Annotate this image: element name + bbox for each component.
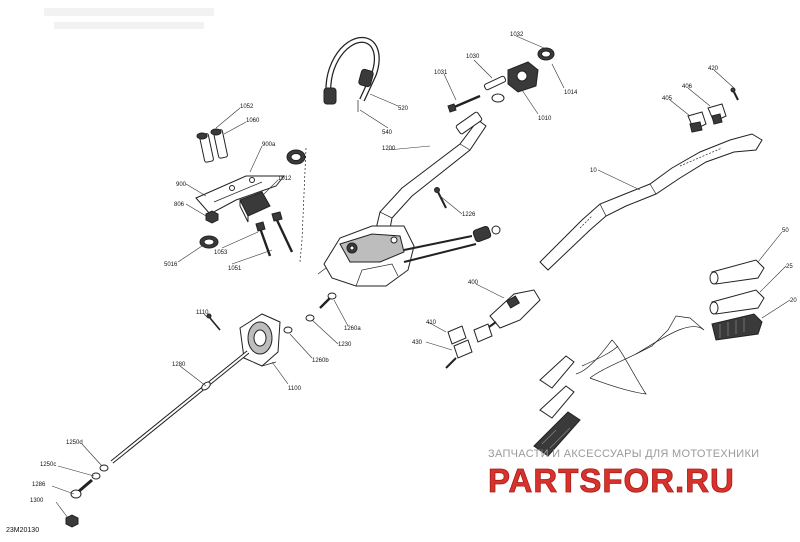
faded-header-mark [44, 8, 214, 29]
callout-405: 405 [662, 96, 673, 102]
bolt-1260a [319, 292, 337, 309]
callout-900a: 900a [262, 142, 276, 148]
screw-1110 [206, 313, 221, 331]
callout-1053: 1053 [214, 250, 228, 256]
callout-1300: 1300 [30, 498, 44, 504]
callout-1286: 1286 [32, 482, 46, 488]
callout-1031: 1031 [434, 70, 448, 76]
clamp-405 [687, 111, 707, 133]
callout-1010: 1010 [538, 116, 552, 122]
callout-1226: 1226 [462, 212, 476, 218]
leader-lines [51, 35, 791, 519]
callout-1100: 1100 [288, 386, 302, 392]
callout-400: 400 [468, 280, 479, 286]
callout-10: 10 [590, 168, 597, 174]
washer-1260b [283, 326, 293, 334]
clamp-430 [445, 339, 473, 369]
callout-labels: 1052 1060 900a 900 1012 806 1053 1051 50… [30, 32, 797, 504]
left-heated-grip [533, 411, 581, 457]
callout-900: 900 [176, 182, 187, 188]
switch-housing-400 [481, 289, 541, 333]
watermark-tagline: ЗАПЧАСТИ И АКСЕССУАРЫ ДЛЯ МОТОТЕХНИКИ [488, 448, 760, 460]
callout-1280: 1280 [172, 362, 186, 368]
grab-handle-520 [323, 37, 380, 112]
callout-1250c: 1250c [40, 462, 56, 468]
clamp-410 [447, 323, 493, 345]
callout-1014: 1014 [564, 90, 578, 96]
callout-1250d: 1250d [66, 440, 83, 446]
steering-shaft-1280 [110, 350, 250, 464]
callout-1012: 1012 [278, 176, 292, 182]
callout-1110: 1110 [196, 310, 209, 316]
o-ring-1250d [99, 464, 109, 472]
watermark-brand-text: PARTSFOR.RU [488, 462, 735, 498]
callout-50: 50 [782, 228, 789, 234]
heated-grip-20 [635, 313, 763, 355]
sleeve-1030 [483, 75, 507, 91]
ring-1032 [537, 47, 555, 61]
callout-1260a: 1260a [344, 326, 361, 332]
callout-520: 520 [398, 106, 409, 112]
nut-806 [205, 210, 219, 224]
callout-1230: 1230 [338, 342, 352, 348]
callout-410: 410 [426, 320, 437, 326]
figure-reference-code: 23M20130 [6, 527, 40, 534]
callout-406: 406 [682, 84, 693, 90]
callout-1260b: 1260b [312, 358, 329, 364]
pin-1060 [210, 128, 228, 159]
handlebar-10 [539, 133, 763, 271]
pin-1052 [196, 132, 214, 163]
bracket-assembly [195, 128, 307, 263]
left-grip-sleeve [539, 355, 575, 419]
tie-rod-end-1286 [70, 478, 93, 499]
bracket-plate-900 [195, 175, 286, 215]
callout-1051: 1051 [228, 266, 242, 272]
bolt-1031 [447, 94, 481, 113]
column-base-housing [317, 225, 501, 287]
callout-5016: 5016 [164, 262, 178, 268]
callout-1052: 1052 [240, 104, 254, 110]
screw-420 [730, 87, 739, 101]
callout-540: 540 [382, 130, 393, 136]
ring-900a [286, 149, 306, 165]
clamp-block-1012 [239, 191, 271, 223]
watermark-brand-logo: PARTSFOR.RU [488, 462, 735, 498]
callout-20: 20 [790, 298, 797, 304]
ring-5016 [199, 235, 219, 249]
o-ring-1250c [91, 472, 101, 480]
clamp-406 [707, 103, 727, 125]
pivot-block-1010 [491, 61, 539, 103]
bolt-1053 [255, 221, 272, 257]
callout-420: 420 [708, 66, 719, 72]
callout-1200: 1200 [382, 146, 396, 152]
callout-1030: 1030 [466, 54, 480, 60]
callout-1032: 1032 [510, 32, 524, 38]
grip-sleeve-50 [709, 259, 765, 285]
pin-1226 [434, 187, 447, 209]
grip-sleeve-25 [709, 289, 765, 315]
washer-1230 [305, 314, 315, 322]
callout-1060: 1060 [246, 118, 260, 124]
callout-806: 806 [174, 202, 185, 208]
callout-25: 25 [786, 264, 793, 270]
bolt-1051 [271, 211, 294, 253]
nut-1300 [65, 514, 79, 528]
bearing-housing-1100 [239, 313, 281, 367]
callout-430: 430 [412, 340, 423, 346]
grip-wiring-harness [575, 326, 705, 395]
